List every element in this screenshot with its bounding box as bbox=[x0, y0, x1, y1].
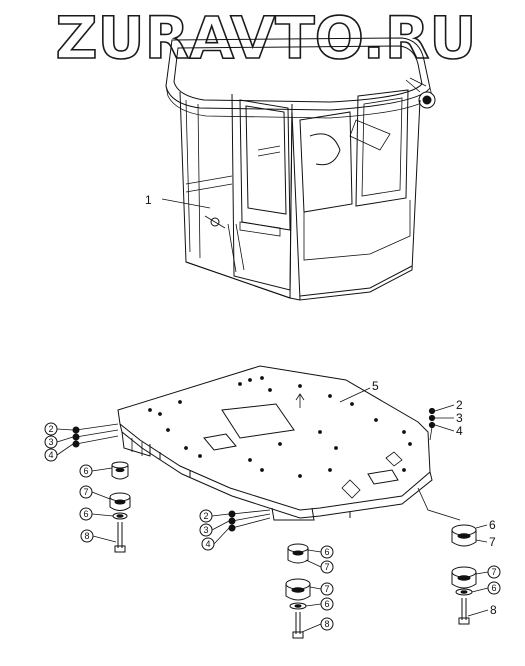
callout-right-7a-label: 7 bbox=[489, 535, 496, 549]
callout-1-label: 1 bbox=[145, 193, 152, 207]
left-isolator-stack bbox=[109, 461, 131, 553]
callout-left-2-label: 2 bbox=[48, 424, 53, 434]
callout-right-6a-label: 6 bbox=[489, 518, 496, 532]
callout-center-6b-label: 6 bbox=[324, 599, 329, 609]
callout-left-6a-label: 6 bbox=[83, 466, 88, 476]
callout-left-3-label: 3 bbox=[48, 437, 53, 447]
callout-left-4-label: 4 bbox=[48, 450, 53, 460]
callout-5-label: 5 bbox=[372, 379, 379, 393]
callout-right-8-label: 8 bbox=[490, 603, 497, 617]
center-washer-stack bbox=[228, 509, 271, 532]
callout-right-2-label: 2 bbox=[456, 398, 463, 412]
floor-plate-illustration bbox=[117, 365, 433, 521]
callout-left-6b-label: 6 bbox=[83, 509, 88, 519]
callout-5-leader bbox=[339, 387, 371, 403]
callout-center-7b-label: 7 bbox=[324, 584, 329, 594]
cab-illustration bbox=[165, 37, 436, 301]
callout-right-4-label: 4 bbox=[456, 424, 463, 438]
callout-center-6a-label: 6 bbox=[324, 547, 329, 557]
callout-left-7-label: 7 bbox=[83, 487, 88, 497]
callout-center-2-label: 2 bbox=[203, 511, 208, 521]
right-isolator-stack bbox=[451, 524, 477, 625]
callout-1-leader bbox=[161, 198, 211, 209]
callout-right-7b-label: 7 bbox=[491, 567, 496, 577]
watermark-text: ZURAVTO.RU bbox=[55, 4, 476, 72]
callout-center-4-label: 4 bbox=[205, 539, 210, 549]
callout-center-7a-label: 7 bbox=[324, 562, 329, 572]
center-isolator-stack bbox=[285, 543, 311, 639]
right-washer-stack bbox=[428, 407, 436, 441]
right-mount-leader bbox=[417, 487, 461, 521]
callout-right-3-label: 3 bbox=[456, 411, 463, 425]
left-washer-stack bbox=[72, 423, 119, 448]
callout-right-6b-label: 6 bbox=[491, 583, 496, 593]
callout-center-8-label: 8 bbox=[324, 619, 329, 629]
callout-left-8-label: 8 bbox=[84, 531, 89, 541]
callout-center-3-label: 3 bbox=[203, 525, 208, 535]
